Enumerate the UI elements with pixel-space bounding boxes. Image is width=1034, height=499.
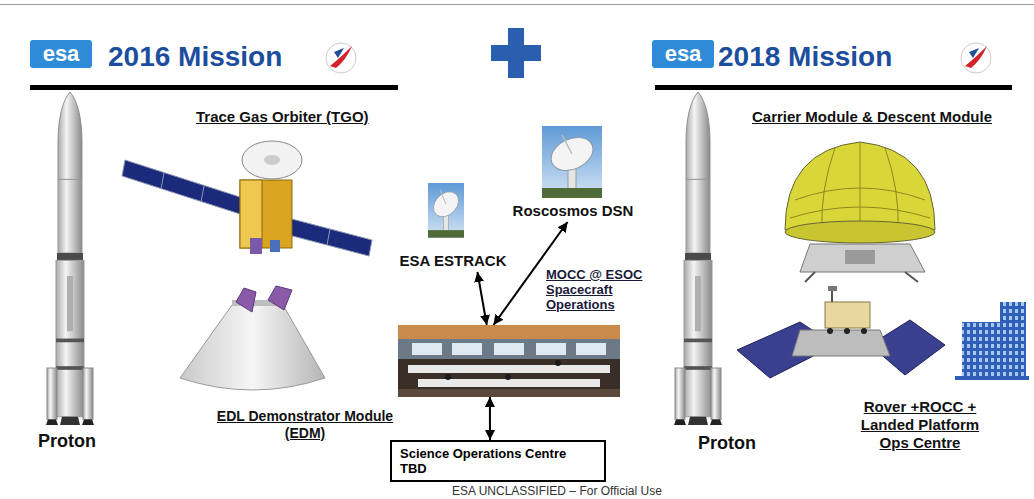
rocket-caption: Proton bbox=[38, 430, 96, 452]
part-caption: Rover +ROCC + Landed Platform Ops Centre bbox=[846, 398, 994, 452]
header-rules bbox=[0, 4, 1034, 90]
process-box: Science Operations Centre TBD bbox=[390, 440, 606, 482]
link-arrow bbox=[489, 397, 491, 440]
agency-logo: esa bbox=[652, 40, 714, 68]
node-text: ESA ESTRACK bbox=[400, 252, 507, 272]
ground-station: ESA ESTRACK bbox=[392, 180, 514, 272]
antenna-photo bbox=[428, 183, 464, 238]
building-icon bbox=[955, 302, 1029, 380]
mission-heading: 2018 Mission bbox=[718, 40, 892, 74]
part-caption: EDL Demonstrator Module (EDM) bbox=[215, 408, 395, 442]
plus-sign bbox=[491, 28, 541, 78]
ground-station: Roscosmos DSN bbox=[505, 124, 641, 222]
node-text: Science Operations Centre TBD bbox=[400, 446, 585, 476]
roscosmos-logo bbox=[961, 43, 991, 73]
tgo-spacecraft bbox=[122, 141, 372, 256]
roscosmos-logo bbox=[326, 43, 356, 73]
control-room-photo bbox=[398, 325, 620, 397]
agency-logo: esa bbox=[30, 40, 92, 68]
classification-note: ESA UNCLASSIFIED – For Official Use bbox=[452, 484, 662, 498]
part-caption: Carrier Module & Descent Module bbox=[752, 108, 992, 126]
mission-heading: 2016 Mission bbox=[108, 40, 282, 74]
proton-rocket bbox=[674, 92, 722, 425]
edm-capsule bbox=[180, 286, 325, 390]
control-centre: MOCC @ ESOC Spacecraft Operations bbox=[398, 325, 620, 397]
carrier-module bbox=[785, 142, 935, 282]
node-text: Roscosmos DSN bbox=[513, 202, 634, 222]
proton-rocket bbox=[46, 92, 94, 425]
landed-platform bbox=[737, 286, 945, 378]
rocket-caption: Proton bbox=[698, 432, 756, 454]
node-text: MOCC @ ESOC Spacecraft Operations bbox=[546, 267, 661, 312]
link-arrow bbox=[477, 272, 486, 325]
antenna-photo bbox=[542, 126, 602, 198]
part-caption: Trace Gas Orbiter (TGO) bbox=[196, 108, 369, 126]
